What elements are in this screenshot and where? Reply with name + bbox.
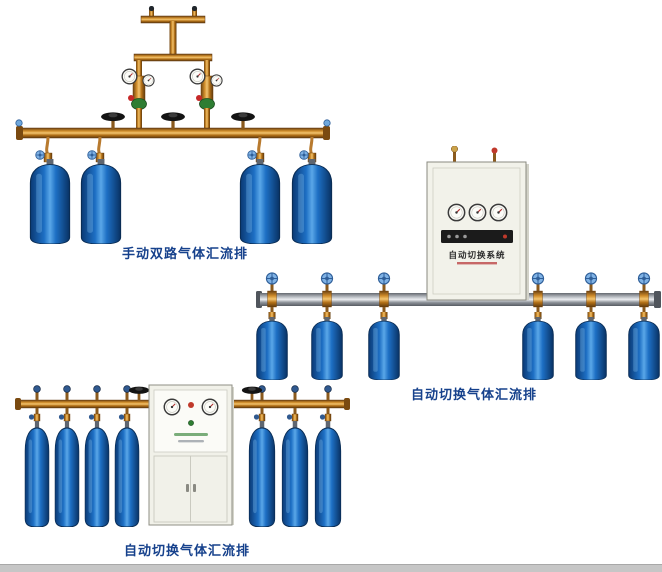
pressure-gauge	[489, 203, 508, 222]
top-tee-assembly	[133, 6, 213, 78]
cylinder-station	[628, 272, 660, 380]
pressure-gauge	[163, 398, 181, 416]
page-bottom-edge	[0, 564, 662, 572]
cylinder-station	[368, 272, 400, 380]
cylinder-station	[314, 385, 342, 527]
cabinet-door-right	[190, 455, 228, 523]
shutoff-valve-handwheel	[231, 112, 255, 130]
product-photo-manual-dual-manifold	[8, 6, 338, 244]
cylinder-station	[24, 385, 50, 527]
door-handle	[193, 484, 196, 492]
control-cabinet	[148, 384, 234, 526]
auto-switch-cabinet-illustration	[15, 384, 350, 527]
emblem	[188, 402, 194, 408]
product-caption: 自动切换气体汇流排	[410, 387, 537, 402]
header-pipe	[15, 119, 331, 140]
product-caption: 自动切换气体汇流排	[123, 543, 250, 558]
pressure-gauge	[210, 74, 223, 87]
control-panel	[441, 230, 513, 243]
regulator-station-right	[189, 68, 223, 128]
cylinder-station	[311, 272, 343, 380]
manual-dual-manifold-illustration	[15, 6, 333, 244]
cylinder-station	[84, 385, 110, 527]
pressure-gauge	[201, 398, 219, 416]
cabinet-label: 自动切换系统	[448, 250, 505, 260]
regulator-station-left	[121, 68, 155, 128]
product-photo-auto-switch-manifold-cabinet	[15, 378, 350, 543]
product-photo-auto-switch-manifold: 自动切换系统	[250, 146, 662, 386]
door-handle	[186, 484, 189, 492]
indicator-light	[503, 234, 507, 239]
cylinder-station	[54, 385, 80, 527]
shutoff-valve-handwheel	[101, 112, 125, 130]
control-cabinet: 自动切换系统	[426, 146, 529, 301]
cylinder-station	[256, 272, 288, 380]
cylinder-station	[575, 272, 607, 380]
pressure-gauge	[189, 68, 206, 85]
cylinder-station	[281, 385, 309, 527]
pressure-gauge	[468, 203, 487, 222]
shutoff-valve-handwheel	[241, 386, 263, 402]
product-caption: 手动双路气体汇流排	[121, 246, 248, 261]
indicator-light	[188, 420, 194, 426]
cylinder-station	[522, 272, 554, 380]
auto-switch-manifold-illustration: 自动切换系统	[256, 146, 661, 380]
pressure-gauge	[121, 68, 138, 85]
pressure-gauge	[447, 203, 466, 222]
pressure-gauge	[142, 74, 155, 87]
shutoff-valve-handwheel	[161, 112, 185, 130]
shutoff-valve-handwheel	[128, 386, 150, 402]
